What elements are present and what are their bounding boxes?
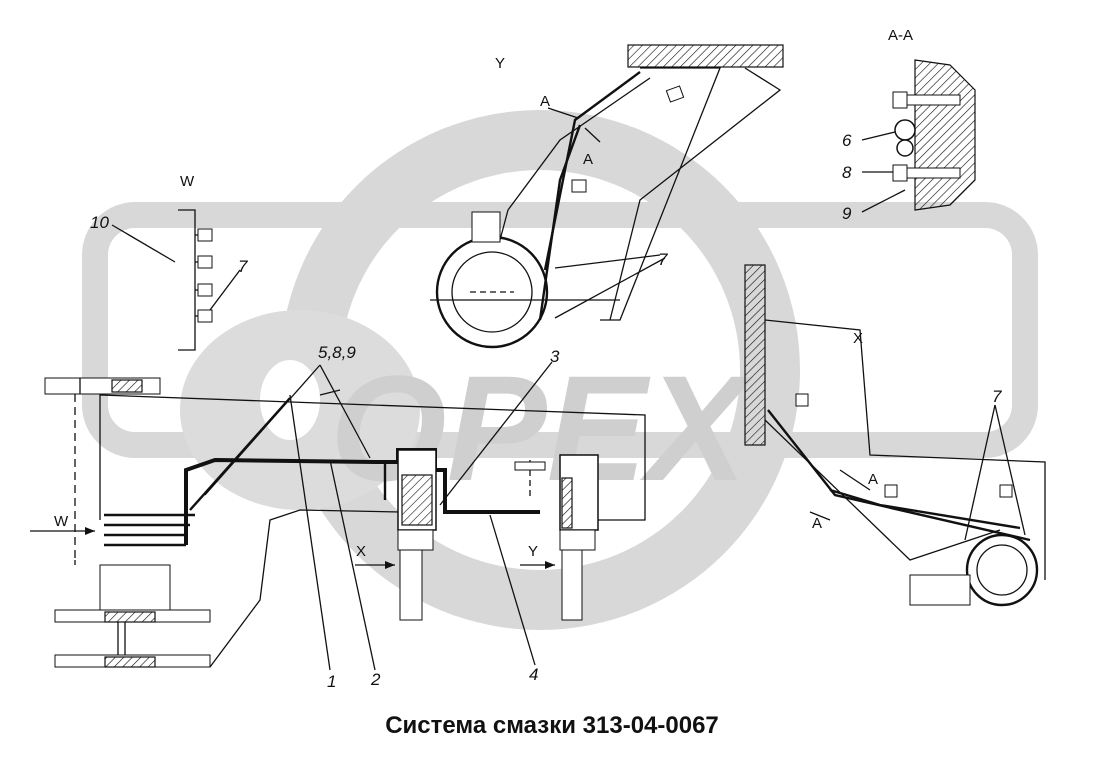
callout-2: 2 xyxy=(370,670,381,689)
center-frame xyxy=(99,389,646,621)
view-label-section: A-A xyxy=(888,27,913,44)
callout-7-w: 7 xyxy=(238,257,248,276)
left-assembly xyxy=(30,377,401,668)
callout-9: 9 xyxy=(842,204,852,223)
callout-3: 3 xyxy=(550,347,560,366)
callout-6: 6 xyxy=(842,131,852,150)
callout-5-8-9: 5,8,9 xyxy=(318,343,356,362)
callout-8: 8 xyxy=(842,163,852,182)
view-label-x: X xyxy=(853,330,863,347)
cut-a-label-4: A xyxy=(812,515,822,532)
arrow-label-x: X xyxy=(356,543,366,560)
cut-a-label-1: A xyxy=(540,93,550,110)
callout-7-y: 7 xyxy=(658,250,668,269)
callout-1: 1 xyxy=(327,672,336,691)
labels: W Y X A-A A A A A W X Y 1 2 3 4 5,8,9 6 … xyxy=(54,27,1002,691)
view-label-y: Y xyxy=(495,55,505,72)
view-y xyxy=(430,44,784,349)
arrow-label-w: W xyxy=(54,513,69,530)
arrow-label-y: Y xyxy=(528,543,538,560)
view-w xyxy=(111,209,241,351)
watermark-band xyxy=(82,202,1038,458)
callout-7-x: 7 xyxy=(992,387,1002,406)
section-a-a xyxy=(861,59,976,213)
watermark-text: OPEX xyxy=(330,344,755,512)
callout-4: 4 xyxy=(529,665,538,684)
view-label-w: W xyxy=(180,173,195,190)
cut-a-label-3: A xyxy=(868,471,878,488)
diagram-caption: Система смазки 313-04-0067 xyxy=(385,712,719,739)
leader-lines xyxy=(204,361,553,671)
view-x xyxy=(744,264,1046,607)
cut-a-label-2: A xyxy=(583,151,593,168)
callout-10: 10 xyxy=(90,213,109,232)
